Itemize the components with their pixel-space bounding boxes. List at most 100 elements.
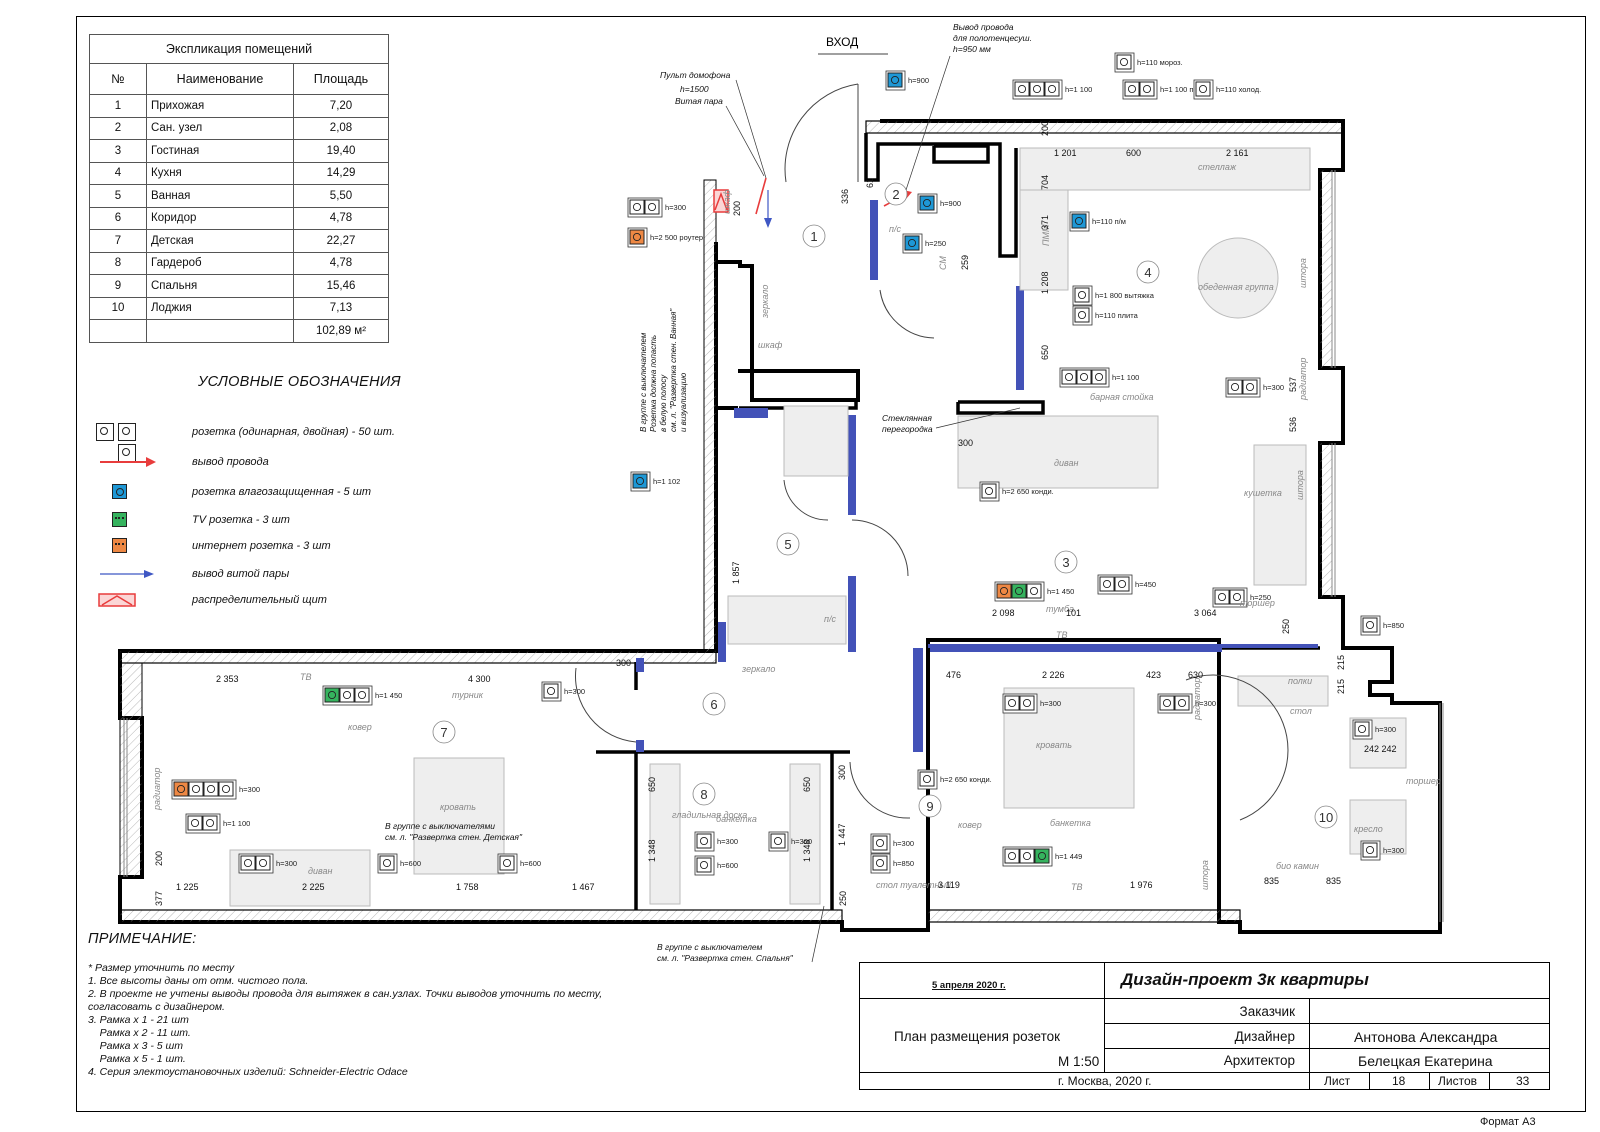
socket-icon: h=300 <box>870 833 914 854</box>
legend-text: вывод витой пары <box>192 568 290 580</box>
socket-icon: h=300 <box>1002 693 1061 714</box>
kids-note-1: В группе с выключателями <box>385 821 495 831</box>
dimension-label: 101 <box>1066 608 1081 618</box>
furniture-label: банкетка <box>716 814 757 824</box>
tb-customer-label-cell: Заказчик <box>1105 999 1310 1024</box>
note-line: Рамка х 3 - 5 шт <box>88 1040 183 1052</box>
room-marker-circle <box>1054 550 1078 574</box>
socket-height-label: h=110 холод. <box>1216 85 1261 94</box>
furniture-label: радиатор <box>152 768 162 811</box>
annotation-bath-switch: В группе с выключателем Розетка должна п… <box>639 308 688 432</box>
furniture-label: ТВ <box>1056 630 1068 640</box>
towel-dryer-line3: h=950 мм <box>953 44 991 54</box>
room-number-label: 3 <box>1062 555 1069 570</box>
room-marker-circle <box>918 794 942 818</box>
blue-partitions <box>636 200 1318 752</box>
socket-height-label: h=300 <box>276 859 297 868</box>
furniture-label: п/с <box>889 224 901 234</box>
dimension-label: 200 <box>732 201 742 216</box>
dimension-label: 2 225 <box>302 882 325 892</box>
socket-icon: h=1 449 <box>1002 846 1082 867</box>
socket-icon: h=600 <box>694 855 738 876</box>
socket-icon: h=110 мороз. <box>1114 52 1183 73</box>
kids-note-2: см. л. "Развертка стен. Детская" <box>385 832 523 842</box>
socket-height-label: h=300 <box>564 687 585 696</box>
furniture-label: радиатор <box>1298 358 1308 401</box>
note-line: 4. Серия электоустановочных изделий: Sch… <box>88 1066 408 1078</box>
furniture-label: СМ <box>938 256 948 270</box>
bedroom-note-1: В группе с выключателем <box>657 942 763 952</box>
twisted-pair-arrow-icon <box>100 570 154 578</box>
distribution-board-icon <box>713 189 729 213</box>
socket-icon: h=1 100 <box>1059 367 1139 388</box>
room-number: 2 <box>89 116 147 140</box>
socket-icon: h=300 <box>1157 693 1216 714</box>
bath-note-2: Розетка должна попасть <box>649 335 658 432</box>
furniture-label: стол туалетный <box>876 880 951 890</box>
tb-sheet-label: Лист <box>1324 1074 1351 1088</box>
socket-height-label: h=600 <box>520 859 541 868</box>
intercom-label: Пульт домофона <box>660 70 731 80</box>
room-marker-circle <box>776 532 800 556</box>
socket-icon: h=600 <box>377 853 421 874</box>
towel-dryer-line1: Вывод провода <box>953 22 1014 32</box>
room-marker: 8 <box>692 782 716 806</box>
dimension-label: 536 <box>1288 417 1298 432</box>
entrance-label: ВХОД <box>826 35 858 49</box>
tb-sheet-label-cell: Лист <box>1310 1073 1370 1089</box>
dimension-label: 704 <box>1040 175 1050 190</box>
socket-icon: h=1 102 <box>630 471 680 492</box>
room-area: 4,78 <box>293 206 389 230</box>
room-number: 6 <box>89 206 147 230</box>
tb-designer: Антонова Александра <box>1354 1029 1498 1045</box>
room-number-label: 2 <box>892 187 899 202</box>
socket-height-label: h=250 <box>925 239 946 248</box>
twisted-pair-arrow-icon <box>764 190 772 228</box>
tb-sheets-total-cell: 33 <box>1490 1073 1549 1089</box>
tb-architect: Белецкая Екатерина <box>1358 1053 1493 1069</box>
furniture-label: кресло <box>1354 824 1383 834</box>
furniture-label: штора <box>1295 470 1305 500</box>
glass-partition-line1: Стеклянная <box>882 413 932 423</box>
furniture-label: полки <box>1288 676 1312 686</box>
socket-height-label: h=1 450 <box>1047 587 1074 596</box>
socket-height-label: h=1 100 <box>1065 85 1092 94</box>
note-line: 3. Рамка х 1 - 21 шт <box>88 1014 189 1026</box>
furniture-label: ковер <box>958 820 982 830</box>
drawing-frame <box>76 16 1586 1112</box>
room-marker: 10 <box>1314 805 1338 829</box>
room-number-label: 10 <box>1319 810 1333 825</box>
room-marker-circle <box>1314 805 1338 829</box>
tv-socket-icon <box>112 512 129 530</box>
tb-sheet-no-cell: 18 <box>1370 1073 1430 1089</box>
furniture-label: ТВ <box>300 672 312 682</box>
socket-height-label: h=300 <box>1195 699 1216 708</box>
furniture-label: ковер <box>348 722 372 732</box>
legend-text: распределительный щит <box>192 594 327 606</box>
dimension-label: 215 <box>1336 679 1346 694</box>
dimension-label: 650 <box>1040 345 1050 360</box>
dimension-label: 3 064 <box>1194 608 1217 618</box>
socket-height-label: h=850 <box>893 859 914 868</box>
furniture-label: кушетка <box>1244 488 1282 498</box>
room-number: 5 <box>89 184 147 208</box>
dimension-label: 1 467 <box>572 882 595 892</box>
dimension-label: 630 <box>1188 670 1203 680</box>
room-area: 4,78 <box>293 251 389 275</box>
room-number: 3 <box>89 139 147 163</box>
room-area: 19,40 <box>293 139 389 163</box>
furniture-label: био камин <box>1276 861 1319 871</box>
socket-height-label: h=110 мороз. <box>1137 58 1183 67</box>
intercom-cable: Витая пара <box>675 96 723 106</box>
dimension-label: 4 300 <box>468 674 491 684</box>
room-name: Сан. узел <box>146 116 294 140</box>
furniture-label: штора <box>1200 860 1210 890</box>
socket-height-label: h=450 <box>1135 580 1156 589</box>
dimension-label: 1 201 <box>1054 148 1077 158</box>
socket-icon: h=250 <box>1212 587 1271 608</box>
